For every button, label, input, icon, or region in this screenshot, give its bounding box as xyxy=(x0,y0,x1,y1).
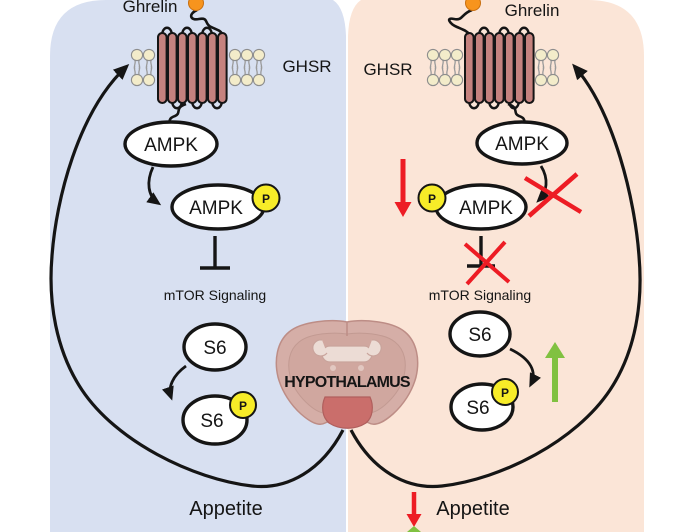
right-ghrelin-label: Ghrelin xyxy=(505,1,560,20)
right-ampk-phosphate-badge xyxy=(417,183,447,213)
left-ghrelin-label: Ghrelin xyxy=(123,0,178,16)
right-phospho-ampk-node xyxy=(417,183,528,231)
bottom-cropped-green-arrow-icon xyxy=(407,526,421,532)
left-mtor-label: mTOR Signaling xyxy=(164,287,266,303)
right-s6-label: S6 xyxy=(468,325,491,346)
right-phospho-s6-node xyxy=(449,378,519,432)
right-ampk-phosphate-label: P xyxy=(428,192,436,206)
right-ampk-node xyxy=(475,120,569,166)
left-ghsr-receptor-icon xyxy=(157,0,228,129)
right-appetite-label: Appetite xyxy=(436,498,509,520)
left-pampk-label: AMPK xyxy=(189,198,243,219)
right-nterm-linker xyxy=(447,8,473,35)
left-phospho-ampk-node xyxy=(170,183,281,231)
left-s6-phosphate-label: P xyxy=(239,399,247,413)
left-phospho-s6-node xyxy=(181,391,257,446)
right-ghrelin-ligand-icon xyxy=(465,0,481,11)
right-inhibition-block-x-icon xyxy=(463,240,511,286)
left-ampk-label: AMPK xyxy=(144,135,198,156)
right-s6-to-ps6-arrow xyxy=(509,347,541,388)
left-s6-label: S6 xyxy=(203,338,226,359)
right-s6-node xyxy=(448,310,512,358)
left-ampk-node xyxy=(123,120,219,168)
right-appetite-decrease-arrow-icon xyxy=(406,492,422,527)
left-ghrelin-ligand-icon xyxy=(188,0,204,11)
left-appetite-label: Appetite xyxy=(189,498,262,520)
right-pampk-decrease-arrow-icon xyxy=(394,159,412,217)
right-panel-background xyxy=(348,0,644,532)
right-feedback-arrow xyxy=(349,63,642,489)
left-nterm-linker xyxy=(189,8,224,35)
left-ghsr-label: GHSR xyxy=(282,57,331,76)
right-ampk-to-pampk-arrow xyxy=(536,165,551,203)
left-s6-phosphate-badge xyxy=(229,391,257,419)
left-inhibition-bar xyxy=(200,236,230,270)
right-s6-phosphate-badge xyxy=(491,378,519,406)
right-ps6-label: S6 xyxy=(466,398,489,419)
left-ampk-to-pampk-arrow xyxy=(146,166,162,206)
right-ps6-increase-arrow-icon xyxy=(545,342,565,402)
left-ampk-phosphate-label: P xyxy=(262,192,270,206)
left-panel-background xyxy=(50,0,346,532)
right-mtor-label: mTOR Signaling xyxy=(429,287,531,303)
left-ps6-label: S6 xyxy=(200,411,223,432)
left-s6-to-ps6-arrow xyxy=(161,364,187,401)
left-ampk-phosphate-badge xyxy=(251,183,281,213)
right-s6-phosphate-label: P xyxy=(501,386,509,400)
right-ghsr-label: GHSR xyxy=(363,60,412,79)
right-ampk-arrow-block-x-icon xyxy=(523,172,583,218)
brain-coronal-section-icon xyxy=(275,320,419,429)
hypothalamus-region xyxy=(322,396,373,429)
hypothalamus-label: HYPOTHALAMUS xyxy=(284,374,411,391)
right-ampk-label: AMPK xyxy=(495,134,549,155)
right-pampk-label: AMPK xyxy=(459,198,513,219)
left-feedback-arrow xyxy=(49,63,345,489)
left-s6-node xyxy=(182,322,248,372)
